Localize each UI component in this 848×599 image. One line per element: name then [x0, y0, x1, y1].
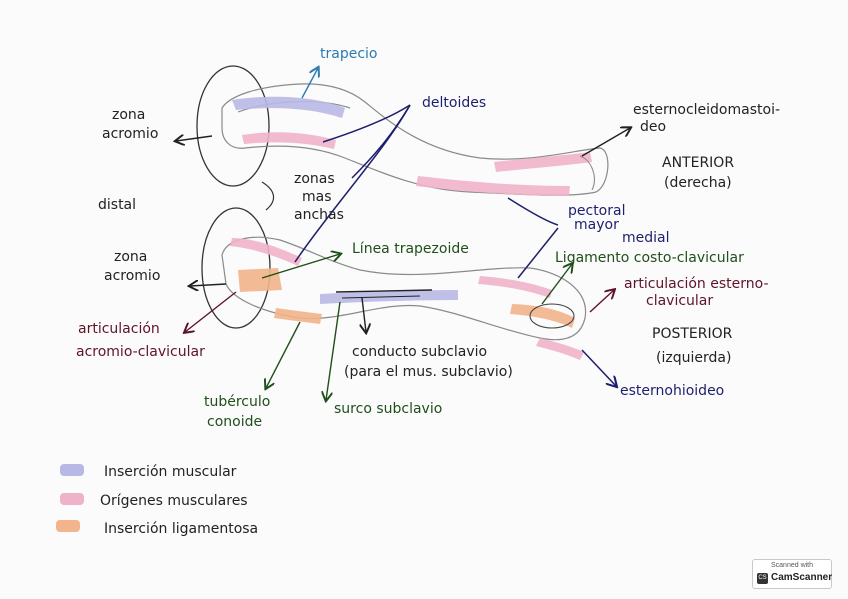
- arrow-conducto: [362, 297, 366, 332]
- connector-curve: [261, 181, 275, 211]
- watermark-scanned-with: Scanned with: [770, 562, 814, 569]
- arrow-acromio-bottom: [190, 284, 227, 286]
- leaders: [176, 68, 630, 400]
- camscanner-watermark: Scanned with CS CamScanner: [752, 559, 832, 589]
- legend-swatch-insercion-muscular: [60, 464, 84, 476]
- leader-deltoides-3: [294, 104, 411, 263]
- watermark-app-name: CamScanner: [771, 572, 833, 583]
- label-deltoides: deltoides: [422, 95, 486, 111]
- label-anterior-2: (derecha): [664, 175, 732, 191]
- posterior-clavicle: [201, 181, 587, 360]
- origen-pectoral-posterior: [478, 276, 552, 298]
- arrow-acromio-top: [176, 136, 213, 141]
- camscanner-logo-icon: CS: [757, 573, 768, 584]
- label-posterior-1: POSTERIOR: [652, 326, 733, 342]
- insercion-ligamento-conoide: [274, 308, 322, 324]
- anterior-clavicle: [196, 65, 609, 196]
- label-conducto-2: (para el mus. subclavio): [344, 364, 513, 380]
- label-zonas-1: zonas: [294, 171, 335, 187]
- origen-deltoides-band: [242, 132, 336, 149]
- clavicle-outline-top: [221, 83, 609, 196]
- label-esternohioideo: esternohioideo: [620, 383, 724, 399]
- label-zona-acromio-bot-1: zona: [114, 249, 147, 265]
- sternal-end-top: [579, 155, 595, 191]
- label-zona-acromio-top-2: acromio: [102, 126, 158, 142]
- label-pectoral-3: medial: [622, 230, 670, 246]
- label-trapecio: trapecio: [320, 46, 377, 62]
- label-articulacion-acromio-2: acromio-clavicular: [76, 344, 205, 360]
- label-posterior-2: (izquierda): [656, 350, 731, 366]
- arrow-esternohioideo: [581, 349, 616, 386]
- label-zona-acromio-top-1: zona: [112, 107, 145, 123]
- label-anterior-1: ANTERIOR: [662, 155, 734, 171]
- origen-pectoral-band: [416, 176, 570, 196]
- insercion-trapecio-band: [232, 96, 345, 118]
- surco-line-2: [341, 295, 421, 299]
- label-esternocleido-1: esternocleidomastoi-: [633, 102, 780, 118]
- arrow-surco: [326, 301, 341, 400]
- legend-label-insercion-muscular: Inserción muscular: [104, 464, 237, 480]
- labels: trapecio deltoides zona acromio esternoc…: [76, 46, 780, 430]
- label-zonas-2: mas: [302, 189, 332, 205]
- acromion-circle-bottom: [201, 207, 271, 329]
- label-articulacion-esterno-1: articulación esterno-: [624, 276, 769, 292]
- legend-swatch-insercion-ligamentosa: [56, 520, 80, 532]
- label-esternocleido-2: deo: [640, 119, 666, 135]
- label-articulacion-acromio-1: articulación: [78, 321, 160, 337]
- origen-esternocleido-band: [494, 152, 592, 172]
- label-tuberculo-2: conoide: [207, 414, 262, 430]
- label-ligamento-costo: Ligamento costo-clavicular: [555, 250, 744, 266]
- label-linea-trapezoide: Línea trapezoide: [352, 241, 469, 257]
- arrow-esternocleido: [581, 128, 630, 157]
- insercion-ligamento-trapezoide: [238, 268, 282, 292]
- label-zona-acromio-bot-2: acromio: [104, 268, 160, 284]
- legend: Inserción muscular Orígenes musculares I…: [56, 464, 258, 537]
- label-pectoral-2: mayor: [574, 217, 619, 233]
- surco-line: [335, 289, 433, 293]
- arrow-articulacion-acromio: [185, 291, 237, 332]
- origen-esternohioideo-band: [536, 338, 584, 360]
- arrow-linea-trapezoide: [261, 254, 340, 279]
- arrow-ligamento-costo: [541, 264, 572, 305]
- insercion-ligamento-costoclavicular: [510, 304, 575, 328]
- arrow-articulacion-esterno: [589, 290, 614, 313]
- leader-pectoral: [507, 197, 559, 226]
- arrow-tuberculo: [266, 321, 301, 388]
- leader-pectoral-posterior: [517, 227, 559, 279]
- leader-deltoides-2: [351, 104, 411, 179]
- legend-label-origenes-musculares: Orígenes musculares: [100, 493, 248, 509]
- acromion-circle-top: [196, 65, 270, 187]
- legend-label-insercion-ligamentosa: Inserción ligamentosa: [104, 521, 258, 537]
- leader-deltoides-1: [322, 104, 411, 143]
- label-tuberculo-1: tubérculo: [204, 394, 270, 410]
- label-conducto-1: conducto subclavio: [352, 344, 487, 360]
- sternal-facet: [529, 303, 575, 329]
- label-zonas-3: anchas: [294, 207, 344, 223]
- label-pectoral-1: pectoral: [568, 203, 625, 219]
- origen-deltoides-posterior: [230, 238, 302, 266]
- legend-swatch-origenes-musculares: [60, 493, 84, 505]
- clavicle-outline-bottom: [221, 236, 587, 341]
- label-articulacion-esterno-2: clavicular: [646, 293, 713, 309]
- arrow-trapecio: [301, 68, 318, 99]
- label-distal: distal: [98, 197, 136, 213]
- label-surco: surco subclavio: [334, 401, 442, 417]
